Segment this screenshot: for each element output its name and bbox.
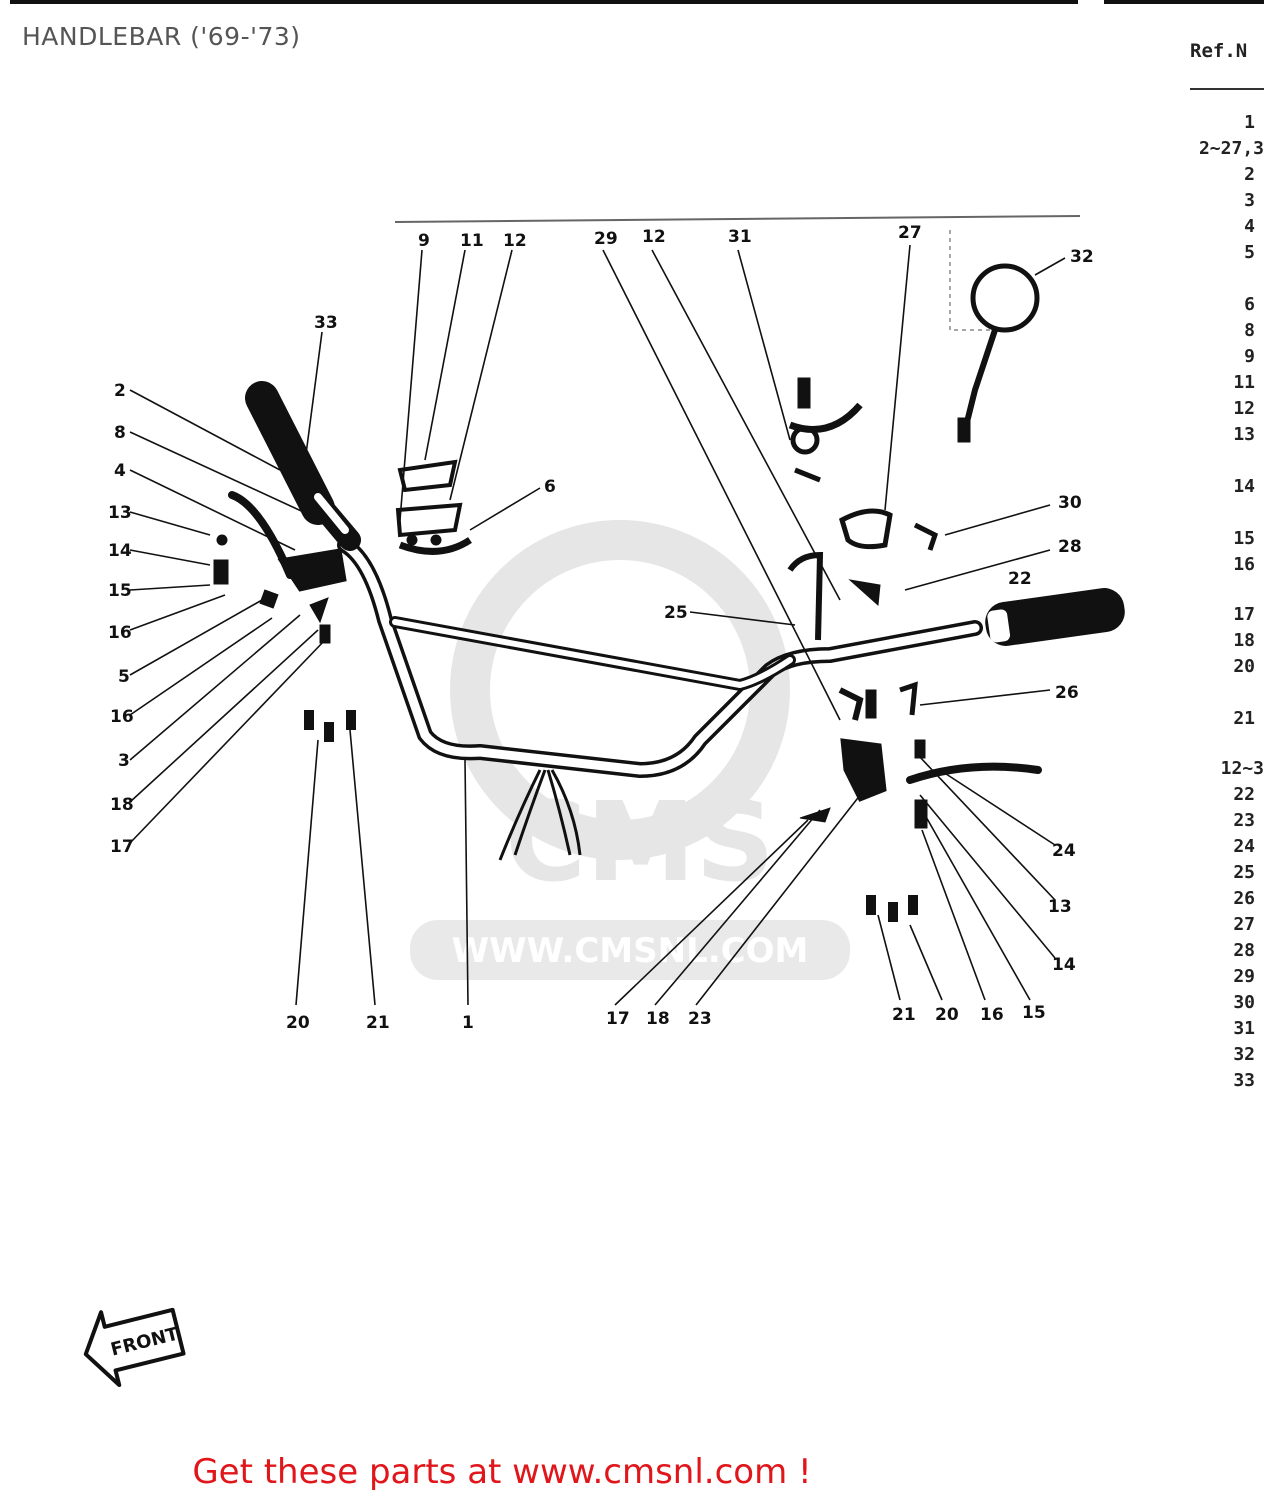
part-label: 22 (1008, 569, 1032, 589)
part-label: 12 (503, 231, 527, 251)
ref-item: 21 (1233, 708, 1255, 729)
part-label: 15 (1022, 1003, 1046, 1023)
part-label: 3 (118, 751, 130, 771)
part-label: 21 (366, 1013, 390, 1033)
ref-item: 24 (1233, 836, 1255, 857)
ref-item: 18 (1233, 630, 1255, 651)
part-labels: 9 11 12 29 12 31 27 32 33 2 8 4 6 13 14 … (108, 223, 1094, 1033)
ref-item: 17 (1233, 604, 1255, 625)
ref-item: 33 (1233, 1070, 1255, 1091)
diagram-title: HANDLEBAR ('69-'73) (22, 22, 301, 51)
part-label: 14 (1052, 955, 1076, 975)
footer-link[interactable]: Get these parts at www.cmsnl.com ! (192, 1452, 812, 1492)
mirror (957, 263, 1040, 443)
ref-item: 16 (1233, 554, 1255, 575)
ref-item: 28 (1233, 940, 1255, 961)
part-label: 30 (1058, 493, 1082, 513)
part-label: 33 (314, 313, 338, 333)
part-label: 21 (892, 1005, 916, 1025)
ref-item: 2 (1244, 164, 1255, 185)
right-lever (799, 681, 1042, 829)
ref-item: 15 (1233, 528, 1255, 549)
ref-item: 14 (1233, 476, 1255, 497)
right-switch (787, 377, 939, 641)
ref-item: 9 (1244, 346, 1255, 367)
right-grip (985, 588, 1125, 646)
ref-item: 4 (1244, 216, 1255, 237)
part-label: 13 (108, 503, 132, 523)
left-lever (213, 491, 347, 644)
handlebar-tube (337, 537, 983, 778)
ref-item: 30 (1233, 992, 1255, 1013)
ref-item: 6 (1244, 294, 1255, 315)
left-switch (395, 459, 472, 555)
part-label: 28 (1058, 537, 1082, 557)
screws (304, 710, 918, 922)
top-border-right (1104, 0, 1264, 4)
top-border-left (10, 0, 1078, 4)
ref-item: 31 (1233, 1018, 1255, 1039)
part-label: 12 (642, 227, 666, 247)
part-label: 14 (108, 541, 132, 561)
part-label: 23 (688, 1009, 712, 1029)
ref-item: 25 (1233, 862, 1255, 883)
ref-item: 3 (1244, 190, 1255, 211)
ref-header: Ref.N (1190, 40, 1248, 62)
ref-item: 12 (1233, 398, 1255, 419)
ref-item: 13 (1233, 424, 1255, 445)
part-label: 32 (1070, 247, 1094, 267)
leader-lines (129, 244, 1066, 1006)
part-label: 27 (898, 223, 922, 243)
ref-item: 20 (1233, 656, 1255, 677)
part-label: 15 (108, 581, 132, 601)
left-grip (245, 381, 361, 551)
part-label: 20 (935, 1005, 959, 1025)
ref-item: 22 (1233, 784, 1255, 805)
ref-item: 27 (1233, 914, 1255, 935)
ref-item: 23 (1233, 810, 1255, 831)
part-label: 18 (646, 1009, 670, 1029)
ref-item: 29 (1233, 966, 1255, 987)
ref-item: 2~27,3 (1198, 138, 1264, 159)
part-label: 8 (114, 423, 126, 443)
part-label: 5 (118, 667, 130, 687)
front-arrow-icon: FRONT (83, 1307, 186, 1388)
part-label: 25 (664, 603, 688, 623)
ref-item: 8 (1244, 320, 1255, 341)
ref-item: 12~3 (1220, 758, 1264, 779)
part-label: 2 (114, 381, 126, 401)
part-label: 17 (110, 837, 134, 857)
watermark-text: WWW.CMSNL.COM (452, 931, 809, 971)
wiring-harness (498, 769, 582, 861)
part-label: 17 (606, 1009, 630, 1029)
ref-item: 26 (1233, 888, 1255, 909)
ref-item: 1 (1244, 112, 1255, 133)
svg-text:CMS: CMS (505, 778, 774, 906)
part-label: 16 (108, 623, 132, 643)
part-label: 31 (728, 227, 752, 247)
part-label: 24 (1052, 841, 1076, 861)
part-label: 26 (1055, 683, 1079, 703)
part-label: 6 (544, 477, 556, 497)
part-label: 29 (594, 229, 618, 249)
ref-item: 5 (1244, 242, 1255, 263)
part-label: 16 (110, 707, 134, 727)
ref-item: 32 (1233, 1044, 1255, 1065)
part-label: 16 (980, 1005, 1004, 1025)
part-label: 13 (1048, 897, 1072, 917)
part-label: 11 (460, 231, 484, 251)
ref-divider (1190, 88, 1264, 90)
watermark-logo: WWW.CMSNL.COM CMS (410, 520, 850, 980)
part-label: 4 (114, 461, 126, 481)
ref-item: 11 (1233, 372, 1255, 393)
part-label: 9 (418, 231, 430, 251)
part-label: 1 (462, 1013, 474, 1033)
part-label: 20 (286, 1013, 310, 1033)
part-label: 18 (110, 795, 134, 815)
